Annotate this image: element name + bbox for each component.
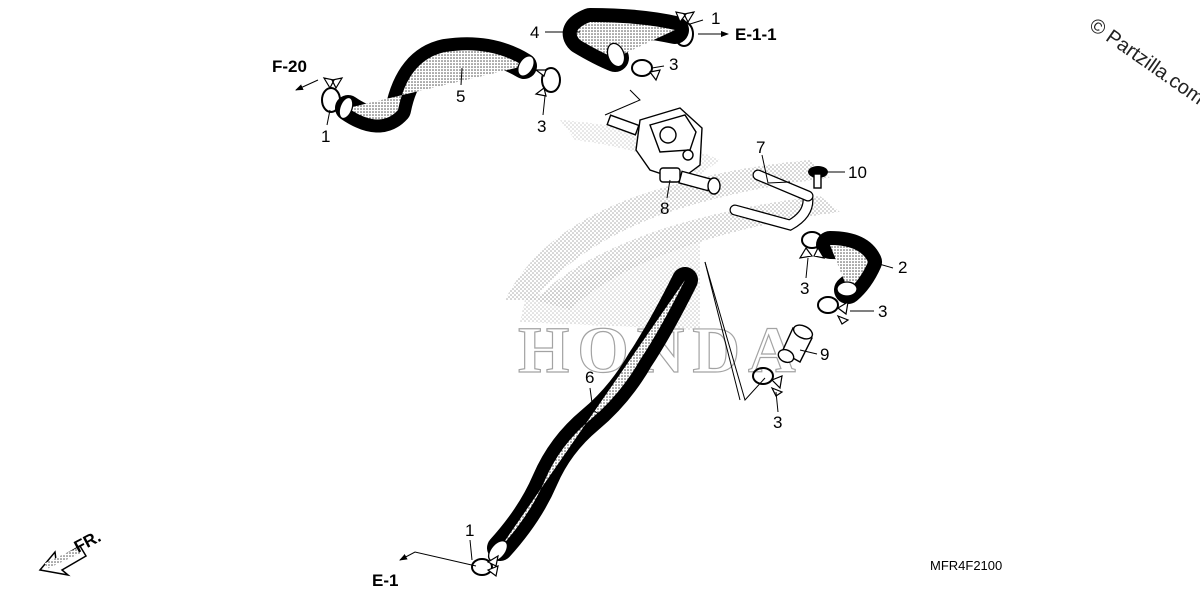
front-direction-arrow: FR. [38, 527, 104, 577]
clamp-1-bottom[interactable] [471, 554, 499, 578]
ref-f20[interactable]: F-20 [272, 57, 307, 76]
hose-2[interactable] [816, 231, 882, 304]
callout-9[interactable]: 9 [820, 345, 829, 364]
callout-3-hose-2[interactable]: 3 [800, 279, 809, 298]
leader-lines [295, 19, 894, 567]
hose-5[interactable] [335, 37, 538, 133]
joint-9[interactable] [776, 322, 814, 364]
hose-6[interactable] [485, 267, 698, 565]
callout-5[interactable]: 5 [456, 87, 465, 106]
clamp-1-left[interactable] [321, 77, 344, 113]
hose-4[interactable] [562, 8, 689, 72]
callout-3-hose-4[interactable]: 3 [669, 55, 678, 74]
screw-10[interactable] [808, 166, 828, 189]
pipe-7[interactable] [729, 169, 814, 231]
callout-1-bottom[interactable]: 1 [465, 521, 474, 540]
callout-1-upper-right[interactable]: 1 [711, 9, 720, 28]
callout-3-joint-lower[interactable]: 3 [773, 413, 782, 432]
clamp-3-near-joint-lower[interactable] [752, 367, 784, 397]
callout-3-hose-5[interactable]: 3 [537, 117, 546, 136]
callout-7[interactable]: 7 [756, 138, 765, 157]
callout-4[interactable]: 4 [530, 23, 539, 42]
clamp-3-near-hose-4[interactable] [631, 59, 661, 82]
ref-e11[interactable]: E-1-1 [735, 25, 777, 44]
callout-2[interactable]: 2 [898, 258, 907, 277]
diagram-code: MFR4F2100 [930, 558, 1002, 573]
clamp-1-upper-right[interactable] [674, 11, 696, 47]
callout-10[interactable]: 10 [848, 163, 867, 182]
callout-3-joint-upper[interactable]: 3 [878, 302, 887, 321]
air-valve-assembly-8[interactable] [606, 107, 721, 195]
clamp-3-near-joint-upper[interactable] [817, 296, 850, 325]
callout-1-left[interactable]: 1 [321, 127, 330, 146]
clamp-3-near-hose-5[interactable] [534, 67, 561, 97]
callout-6[interactable]: 6 [585, 368, 594, 387]
ref-e1[interactable]: E-1 [372, 571, 398, 590]
callout-8[interactable]: 8 [660, 199, 669, 218]
copyright-watermark: © Partzilla.com [1085, 14, 1200, 109]
clamp-3-near-hose-2[interactable] [798, 231, 826, 259]
